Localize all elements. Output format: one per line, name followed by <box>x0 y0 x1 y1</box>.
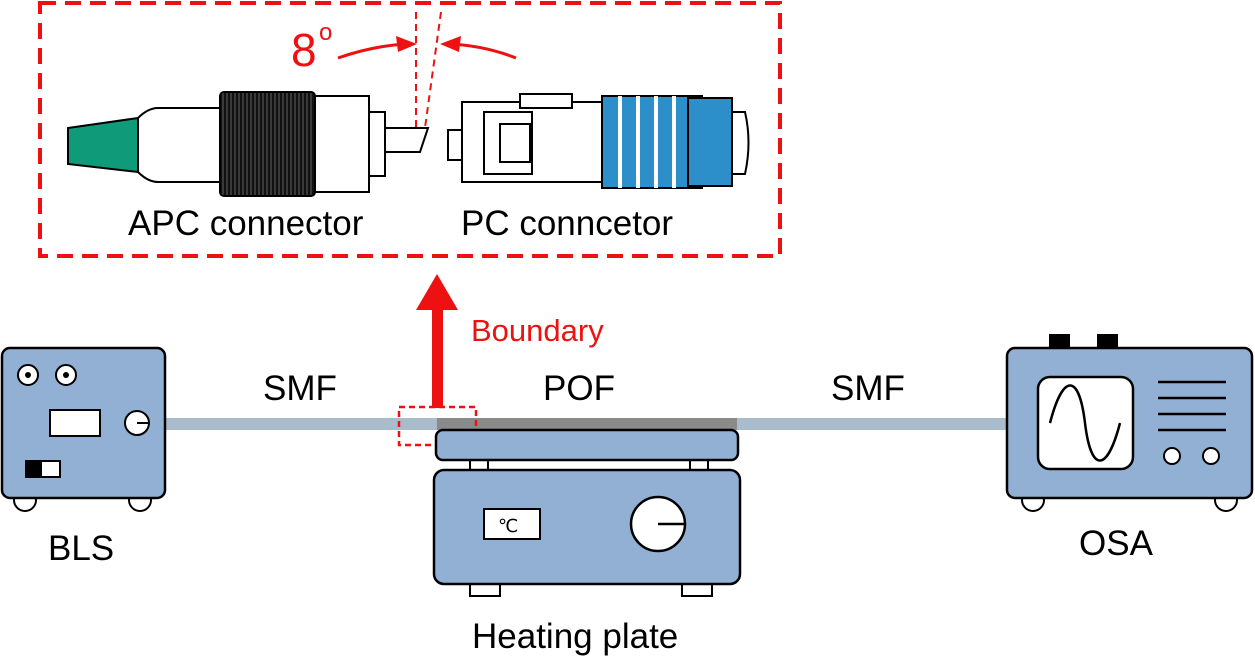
smf-right-label: SMF <box>831 369 905 408</box>
boundary-arrow-head-icon <box>416 274 458 310</box>
heating-plate-device <box>432 428 742 597</box>
pof-fiber <box>437 418 737 430</box>
angle-unit: o <box>319 19 332 46</box>
boundary-arrow-shaft <box>432 305 443 408</box>
inset-dashed-box <box>38 1 782 258</box>
pof-label: POF <box>543 369 615 408</box>
pc-connector-icon <box>447 93 750 189</box>
smf-fiber-left <box>165 418 437 430</box>
apc-connector-label: APC connector <box>128 204 364 243</box>
smf-left-label: SMF <box>263 369 337 408</box>
boundary-label: Boundary <box>471 313 604 348</box>
osa-label: OSA <box>1079 524 1154 563</box>
angle-arrow-left-icon <box>396 36 417 52</box>
heating-plate-label: Heating plate <box>472 617 678 656</box>
bls-device <box>0 346 167 512</box>
osa-device <box>1005 334 1254 512</box>
angle-arrow-right-icon <box>440 36 461 52</box>
angle-value: 8 <box>291 24 317 76</box>
pc-connector-label: PC conncetor <box>461 204 673 243</box>
smf-fiber-right <box>737 418 1007 430</box>
apc-connector-icon <box>67 91 430 197</box>
bls-label: BLS <box>48 529 114 568</box>
temperature-display: ℃ <box>498 516 518 537</box>
